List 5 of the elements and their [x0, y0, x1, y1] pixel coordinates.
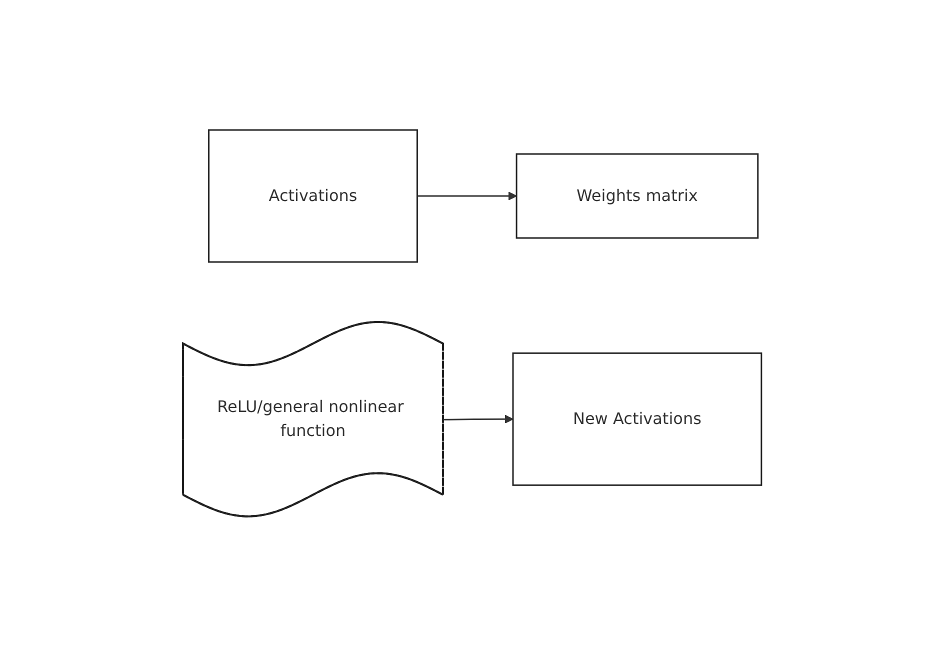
arrow	[418, 192, 518, 201]
node-box: Activations	[208, 130, 418, 264]
arrow	[444, 415, 514, 424]
node-box: Weights matrix	[516, 154, 759, 240]
node-box: New Activations	[512, 352, 762, 486]
